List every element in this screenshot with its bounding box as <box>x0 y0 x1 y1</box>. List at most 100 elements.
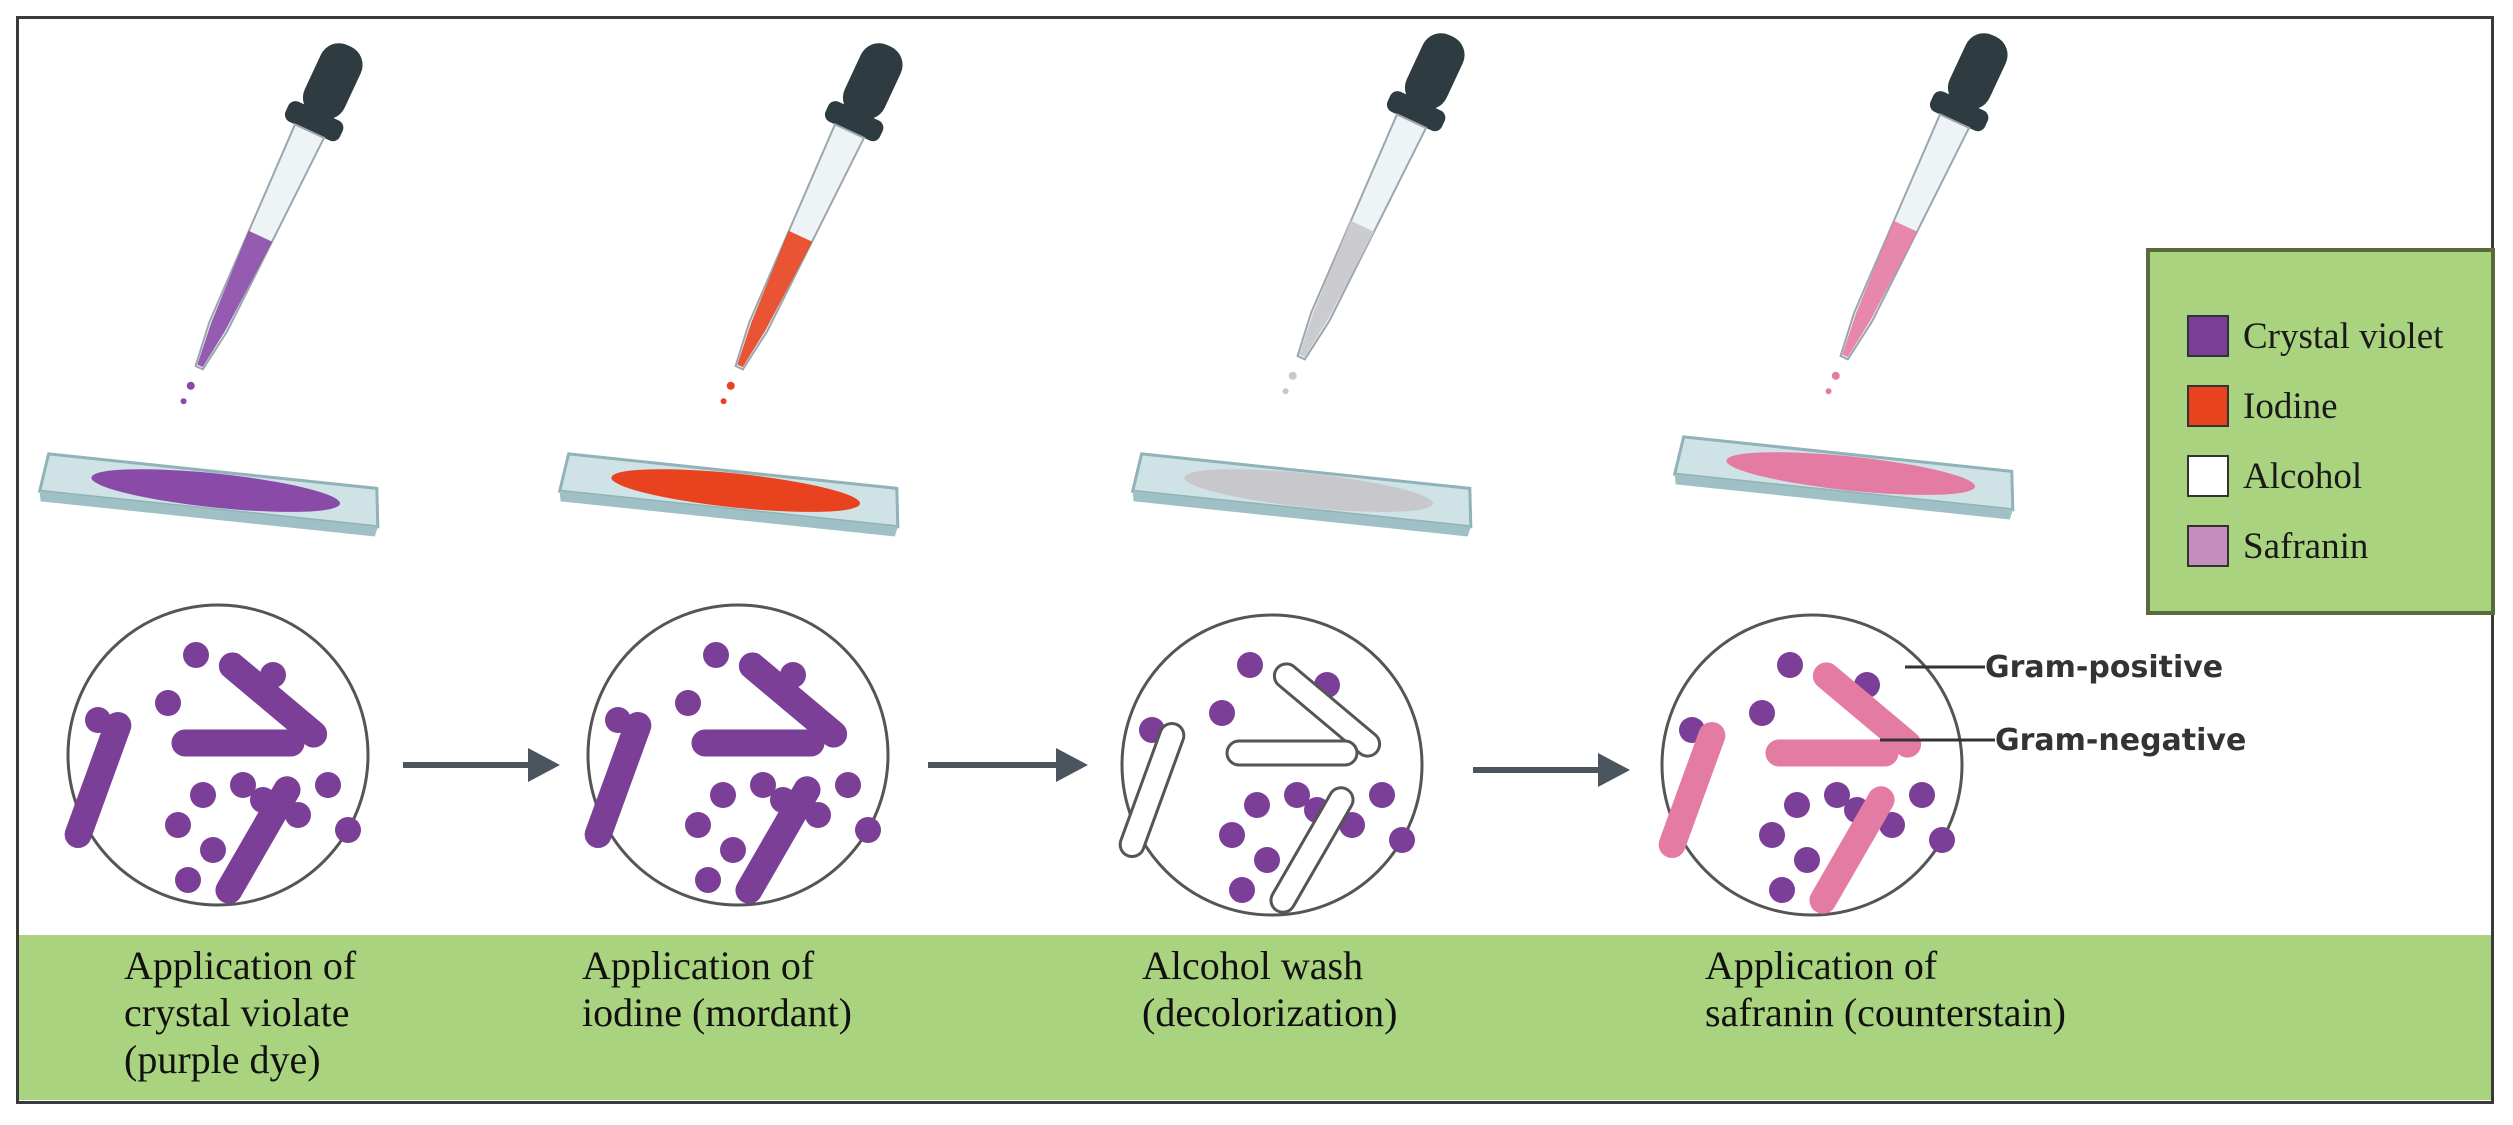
dropper-safranin <box>1825 33 2008 395</box>
droplet <box>1282 388 1289 395</box>
gram-positive-coccus <box>675 690 701 716</box>
legend-swatch-iodine <box>2187 385 2229 427</box>
gram-positive-coccus <box>1209 700 1235 726</box>
gram-negative-rod <box>215 776 301 904</box>
gram-negative-rod <box>584 711 652 849</box>
slide-crystal-violet <box>37 452 380 537</box>
gram-negative-rod <box>218 652 328 748</box>
gram-positive-coccus <box>183 642 209 668</box>
gram-negative-rod <box>64 711 132 849</box>
legend: Crystal violet Iodine Alcohol Safranin <box>2146 248 2495 615</box>
smear <box>91 469 341 512</box>
slides <box>37 435 2015 537</box>
droplet <box>1825 388 1832 395</box>
dropper-bulb <box>1404 33 1465 110</box>
droplet <box>720 398 727 405</box>
gram-positive-coccus <box>1244 792 1270 818</box>
gram-positive-coccus <box>1929 827 1955 853</box>
step-arrow-2 <box>928 748 1088 782</box>
dropper-crystal-violet <box>180 43 363 405</box>
dropper-bulb <box>1947 33 2008 110</box>
caption-step-3: Alcohol wash (decolorization) <box>1142 943 1398 1035</box>
dropper-iodine <box>720 43 903 405</box>
gram-positive-coccus <box>1284 782 1310 808</box>
gram-positive-coccus <box>1777 652 1803 678</box>
legend-swatch-safranin <box>2187 525 2229 567</box>
legend-swatch-alcohol <box>2187 455 2229 497</box>
gram-positive-coccus <box>1254 847 1280 873</box>
dropper-liquid <box>1299 220 1375 358</box>
step-arrow-3 <box>1473 753 1630 787</box>
gram-negative-rod <box>735 776 821 904</box>
gram-negative-rod <box>1812 662 1922 758</box>
legend-label-crystal-violet: Crystal violet <box>2243 316 2444 357</box>
gram-positive-coccus <box>230 772 256 798</box>
bacteria-circle-safranin <box>1658 613 1964 917</box>
gram-negative-label: Gram-negative <box>1995 723 2246 758</box>
legend-label-alcohol: Alcohol <box>2243 456 2362 497</box>
step-arrow-1 <box>403 748 560 782</box>
gram-positive-coccus <box>710 782 736 808</box>
legend-label-iodine: Iodine <box>2243 386 2338 427</box>
gram-positive-coccus <box>165 812 191 838</box>
gram-positive-coccus <box>1389 827 1415 853</box>
droplet <box>180 398 187 405</box>
droplet <box>1288 371 1297 380</box>
bacteria-circle-iodine <box>584 603 890 907</box>
gram-positive-coccus <box>175 867 201 893</box>
gram-positive-coccus <box>750 772 776 798</box>
caption-step-2: Application of iodine (mordant) <box>582 943 852 1035</box>
dropper-liquid <box>737 230 813 368</box>
glass-slide-edge <box>39 491 378 537</box>
gram-negative-rod <box>1765 739 1899 767</box>
gram-positive-coccus <box>1909 782 1935 808</box>
gram-positive-coccus <box>695 867 721 893</box>
gram-positive-coccus <box>1749 700 1775 726</box>
diagram-frame <box>16 16 2494 1104</box>
legend-item-safranin: Safranin <box>2187 525 2368 567</box>
gram-negative-rod <box>1118 721 1186 859</box>
slide-safranin <box>1672 435 2015 520</box>
dropper-bulb <box>842 43 903 120</box>
dropper-collar <box>1386 91 1446 132</box>
caption-panel <box>19 935 2491 1100</box>
gram-negative-rod <box>691 729 825 757</box>
droplet <box>186 381 195 390</box>
legend-item-alcohol: Alcohol <box>2187 455 2362 497</box>
smear <box>611 469 861 512</box>
gram-negative-rod <box>738 652 848 748</box>
gram-negative-rod <box>1658 721 1726 859</box>
gram-positive-coccus <box>1759 822 1785 848</box>
gram-positive-coccus <box>1229 877 1255 903</box>
glass-slide-edge <box>1132 491 1471 537</box>
bacteria-circle-crystal-violet <box>64 603 370 907</box>
gram-positive-coccus <box>1369 782 1395 808</box>
droppers <box>180 33 2008 405</box>
caption-step-4: Application of safranin (counterstain) <box>1705 943 2066 1035</box>
slide-iodine <box>557 452 900 537</box>
gram-positive-coccus <box>1784 792 1810 818</box>
gram-negative-rod <box>1225 739 1359 767</box>
legend-label-safranin: Safranin <box>2243 526 2368 567</box>
dropper-collar <box>284 101 344 142</box>
gram-positive-coccus <box>703 642 729 668</box>
gram-positive-coccus <box>685 812 711 838</box>
slide-alcohol <box>1130 452 1473 537</box>
glass-slide-edge <box>1674 474 2013 520</box>
legend-item-iodine: Iodine <box>2187 385 2338 427</box>
gram-positive-coccus <box>190 782 216 808</box>
gram-positive-coccus <box>1794 847 1820 873</box>
gram-positive-coccus <box>200 837 226 863</box>
gram-positive-coccus <box>1219 822 1245 848</box>
dropper-alcohol <box>1282 33 1465 395</box>
dropper-liquid <box>1842 220 1918 358</box>
gram-positive-coccus <box>855 817 881 843</box>
gram-positive-coccus <box>1824 782 1850 808</box>
gram-positive-label: Gram-positive <box>1985 650 2223 685</box>
bacteria-circle-alcohol <box>1118 613 1424 917</box>
gram-positive-coccus <box>720 837 746 863</box>
droplet <box>726 381 735 390</box>
gram-positive-coccus <box>155 690 181 716</box>
dropper-liquid <box>197 230 273 368</box>
